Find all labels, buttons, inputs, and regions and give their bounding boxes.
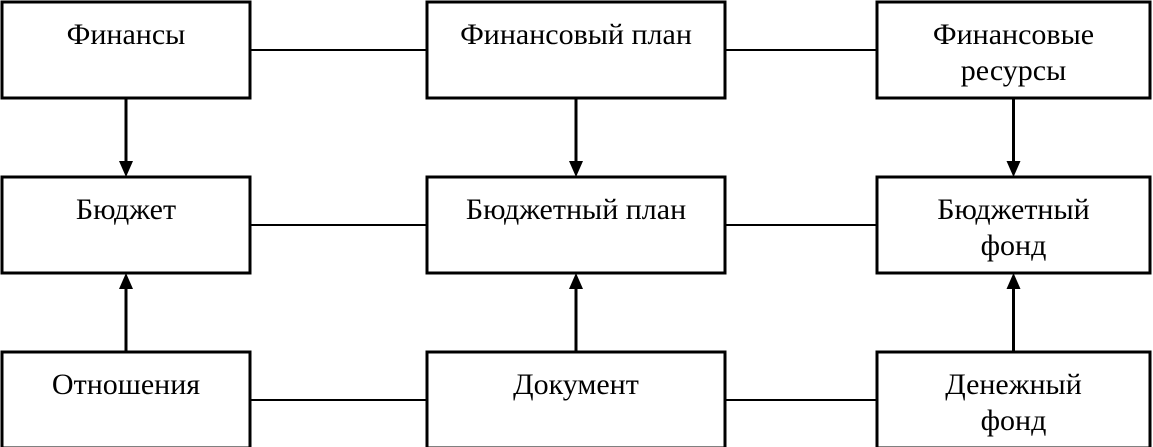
node-label: Денежный bbox=[945, 368, 1082, 401]
arrow-relations-budget bbox=[119, 273, 133, 352]
arrow-financial-resources-budget-fund bbox=[1006, 98, 1021, 177]
arrow-financial-plan-budget-plan bbox=[569, 98, 583, 177]
node-box bbox=[0, 0, 252, 100]
connector-lines bbox=[250, 49, 877, 401]
arrow-finance-budget bbox=[119, 98, 133, 177]
node-label: Финансовые bbox=[933, 18, 1094, 51]
node-label: Финансы bbox=[67, 18, 186, 51]
node-box bbox=[0, 350, 252, 447]
node-label: Отношения bbox=[52, 368, 200, 401]
node-box bbox=[875, 350, 1152, 447]
node-budget: Бюджет bbox=[0, 175, 252, 275]
arrow-head bbox=[1006, 161, 1021, 177]
arrow-connectors bbox=[119, 98, 1021, 352]
node-box bbox=[425, 175, 727, 275]
node-document: Документ bbox=[425, 350, 727, 447]
node-budget-plan: Бюджетный план bbox=[425, 175, 727, 275]
arrow-money-fund-budget-fund bbox=[1006, 273, 1021, 352]
arrow-head bbox=[569, 273, 583, 289]
node-label: Бюджетный план bbox=[466, 193, 686, 226]
arrow-head bbox=[119, 161, 133, 177]
arrow-head bbox=[119, 273, 133, 289]
arrow-document-budget-plan bbox=[569, 273, 583, 352]
node-label: ресурсы bbox=[961, 54, 1066, 87]
node-financial-plan: Финансовый план bbox=[425, 0, 727, 100]
node-box bbox=[425, 0, 727, 100]
node-box bbox=[875, 175, 1152, 275]
node-box bbox=[875, 0, 1152, 100]
node-label: фонд bbox=[981, 229, 1047, 262]
node-label: Бюджетный bbox=[937, 193, 1089, 226]
node-label: Бюджет bbox=[76, 193, 176, 226]
node-label: Финансовый план bbox=[460, 18, 692, 51]
node-relations: Отношения bbox=[0, 350, 252, 447]
node-label: Документ bbox=[513, 368, 639, 401]
arrow-head bbox=[1006, 273, 1021, 289]
arrow-head bbox=[569, 161, 583, 177]
node-box bbox=[0, 175, 252, 275]
node-finance: Финансы bbox=[0, 0, 252, 100]
node-label: фонд bbox=[981, 404, 1047, 437]
node-box bbox=[425, 350, 727, 447]
